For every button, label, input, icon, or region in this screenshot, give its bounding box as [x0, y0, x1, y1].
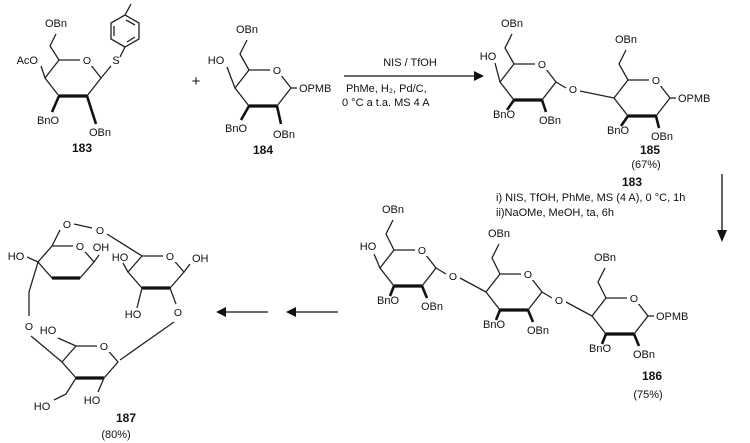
obn-label: OBn — [501, 18, 523, 30]
obn-label: OBn — [594, 252, 616, 264]
obn-label: OBn — [488, 228, 510, 240]
ring-oxygen: O — [524, 269, 532, 281]
bno-label: BnO — [607, 125, 629, 137]
ho-label: HO — [8, 251, 25, 263]
reaction-arrow-1: NIS / TfOH PhMe, H₂, Pd/C, 0 °C a t.a. M… — [342, 57, 484, 109]
bond-lines — [40, 3, 140, 125]
conditions-below-2: 0 °C a t.a. MS 4 A — [342, 97, 430, 109]
ring-oxygen: O — [166, 251, 174, 263]
ho-label: HO — [125, 309, 142, 321]
ho-label: HO — [84, 395, 101, 407]
compound-183: O OBn AcO S BnO OBn 183 — [17, 3, 140, 155]
obn-label: OBn — [273, 129, 295, 141]
ho-label: HO — [360, 241, 377, 253]
ho-label: HO — [40, 325, 57, 337]
obn-label: OBn — [651, 131, 673, 143]
bond-lines — [373, 219, 654, 347]
compound-185: O O O OBn HO BnO OBn OBn OPMB BnO OBn 18… — [480, 18, 711, 171]
ring-oxygen: O — [273, 65, 281, 77]
bond-lines — [26, 223, 191, 401]
compound-number-186: 186 — [642, 369, 662, 383]
oh-label: OH — [192, 253, 209, 265]
glycosidic-oxygen: O — [449, 271, 457, 283]
compound-187: O O O O O O O HO OH HO OH HO HO HO HO 18… — [8, 219, 209, 441]
ho-label: HO — [208, 55, 225, 67]
obn-label: OBn — [236, 24, 258, 36]
opmb-label: OPMB — [656, 311, 688, 323]
obn-label: OBn — [382, 204, 404, 216]
glycosidic-oxygen: O — [555, 295, 563, 307]
ring-oxygen: O — [76, 241, 84, 253]
obn-label: OBn — [539, 115, 561, 127]
yield-label-187: (80%) — [101, 429, 130, 441]
bno-label: BnO — [225, 123, 247, 135]
opmb-label: OPMB — [678, 93, 710, 105]
ring-oxygen: O — [630, 293, 638, 305]
opmb-label: OPMB — [299, 83, 331, 95]
obn-label: OBn — [421, 301, 443, 313]
obn-label: OBn — [89, 127, 111, 139]
ring-oxygen: O — [538, 59, 546, 71]
bno-label: BnO — [37, 115, 59, 127]
obn-label: OBn — [633, 349, 655, 361]
ring-oxygen: O — [652, 75, 660, 87]
yield-label-186: (75%) — [633, 389, 662, 401]
bridge-oxygen: O — [96, 225, 104, 237]
conditions-above: NIS / TfOH — [383, 57, 437, 69]
bno-label: BnO — [377, 295, 399, 307]
compound-186: O O O O O OBn HO BnO OBn OBn BnO OBn OBn… — [360, 204, 689, 401]
ho-label: HO — [480, 51, 497, 63]
bond-lines — [226, 39, 297, 125]
compound-number-185: 185 — [640, 143, 660, 157]
obn-label: OBn — [527, 325, 549, 337]
ho-label: HO — [34, 401, 51, 413]
conditions-below-1: PhMe, H₂, Pd/C, — [346, 83, 427, 95]
oh-label: OH — [93, 242, 110, 254]
obn-label: OBn — [615, 34, 637, 46]
conditions-step-i: i) NIS, TfOH, PhMe, MS (4 A), 0 °C, 1h — [496, 192, 685, 204]
bno-label: BnO — [493, 109, 515, 121]
compound-184: O OBn HO OPMB BnO OBn 184 — [208, 24, 332, 157]
reagent-183-label: 183 — [622, 175, 642, 189]
plus-sign: + — [192, 73, 201, 90]
bridge-oxygen: O — [174, 307, 182, 319]
compound-number-183: 183 — [72, 141, 92, 155]
compound-number-187: 187 — [116, 411, 136, 425]
multistep-arrows — [216, 307, 338, 317]
ring-oxygen: O — [100, 341, 108, 353]
bno-label: BnO — [589, 343, 611, 355]
bridge-oxygen: O — [63, 219, 71, 231]
ring-oxygen: O — [83, 55, 91, 67]
bridge-oxygen: O — [25, 321, 33, 333]
aco-label: AcO — [17, 55, 39, 67]
compound-number-184: 184 — [253, 143, 273, 157]
sulfur-label: S — [112, 55, 119, 67]
conditions-step-ii: ii)NaOMe, MeOH, ta, 6h — [496, 207, 614, 219]
bno-label: BnO — [483, 319, 505, 331]
reaction-arrow-2: 183 i) NIS, TfOH, PhMe, MS (4 A), 0 °C, … — [496, 174, 727, 242]
bond-lines — [494, 33, 676, 129]
glycosidic-oxygen: O — [569, 84, 577, 96]
ring-oxygen: O — [418, 245, 426, 257]
yield-label-185: (67%) — [631, 159, 660, 171]
ho-label: HO — [112, 252, 129, 264]
obn-label: OBn — [45, 18, 67, 30]
